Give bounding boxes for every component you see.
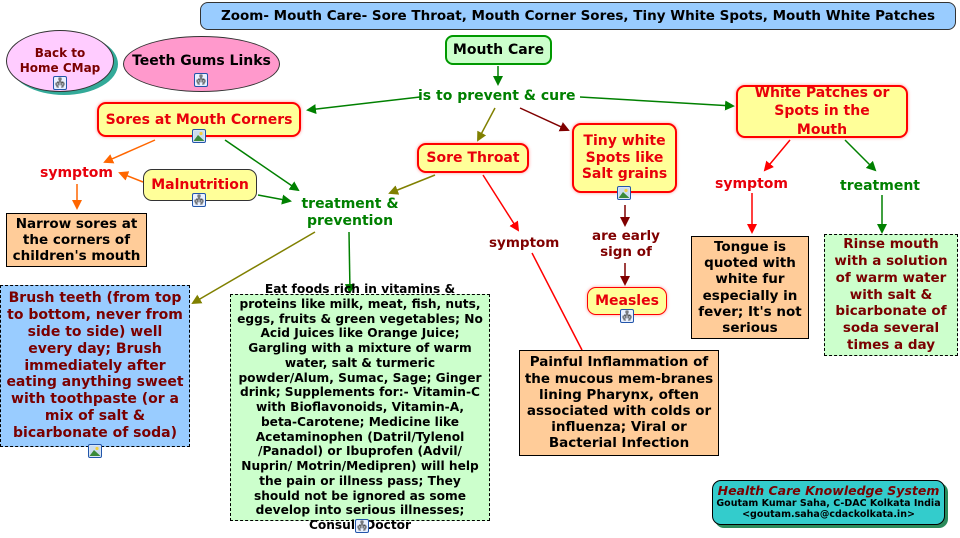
link-sores-symptom (103, 139, 156, 164)
cmap-link-icon[interactable] (620, 309, 634, 323)
link-symptom-inflammation (531, 252, 583, 351)
info-tongue: Tongue is quoted with white fur especial… (691, 236, 809, 339)
link-phrase-treatment-white: treatment (840, 178, 920, 194)
cmap-link-icon[interactable] (355, 519, 369, 533)
concept-tiny-spots-label: Tiny white Spots like Salt grains (581, 132, 668, 183)
link-whitepatches-symptom (763, 139, 791, 172)
info-inflammation-text: Painful Inflammation of the mucous mem-b… (524, 354, 714, 452)
info-tongue-text: Tongue is quoted with white fur especial… (698, 238, 802, 336)
link-sores-treatment (224, 139, 300, 192)
image-resource-icon[interactable] (617, 186, 631, 200)
footer-system-name: Health Care Knowledge System (717, 483, 940, 499)
concept-measles-label: Measles (595, 293, 659, 309)
concept-white-patches[interactable]: White Patches or Spots in the Mouth (736, 85, 908, 138)
info-rinse-text: Rinse mouth with a solution of warm wate… (834, 235, 948, 354)
link-prevent-tinyspots (519, 107, 570, 132)
info-rinse: Rinse mouth with a solution of warm wate… (824, 234, 958, 356)
map-title: Zoom- Mouth Care- Sore Throat, Mouth Cor… (200, 2, 956, 30)
link-phrase-symptom-throat: symptom (489, 235, 560, 251)
info-eat-foods: Eat foods rich in vitamins & proteins li… (230, 282, 490, 532)
link-treatment-eat (344, 231, 355, 294)
info-eat-foods-text: Eat foods rich in vitamins & proteins li… (237, 282, 483, 533)
concept-mouth-care[interactable]: Mouth Care (445, 35, 552, 65)
link-prevent-sores (306, 96, 421, 115)
footer-email: <goutam.saha@cdackolkata.in> (742, 508, 915, 520)
concept-malnutrition-label: Malnutrition (151, 177, 249, 193)
teeth-gums-label: Teeth Gums Links (132, 53, 271, 69)
concept-sores-label: Sores at Mouth Corners (105, 111, 293, 128)
link-phrase-treatment-prevention: treatment & prevention (301, 196, 399, 229)
link-malnutrition-treatment (257, 194, 292, 205)
link-treatment-brush (191, 231, 316, 305)
image-resource-icon[interactable] (192, 129, 206, 143)
link-malnutrition-symptom (118, 171, 144, 183)
link-phrase-prevent-cure: is to prevent & cure (418, 88, 576, 104)
info-narrow-sores-text: Narrow sores at the corners of children'… (12, 215, 141, 265)
image-resource-icon[interactable] (88, 444, 102, 458)
info-brush-teeth: Brush teeth (from top to bottom, never f… (0, 285, 190, 447)
link-prevent-sorethroat (477, 107, 496, 142)
concept-sore-throat-label: Sore Throat (426, 150, 520, 166)
map-title-text: Zoom- Mouth Care- Sore Throat, Mouth Cor… (220, 8, 936, 24)
info-brush-teeth-text: Brush teeth (from top to bottom, never f… (6, 290, 184, 441)
link-phrase-symptom-white: symptom (715, 176, 788, 192)
link-whitepatches-treatment (844, 139, 877, 172)
concept-tiny-white-spots[interactable]: Tiny white Spots like Salt grains (572, 123, 677, 193)
concept-mouth-care-label: Mouth Care (452, 42, 545, 58)
back-home-label: Back to Home CMap (19, 46, 101, 75)
link-phrase-early-sign: are early sign of (592, 228, 660, 261)
concept-sore-throat[interactable]: Sore Throat (417, 143, 529, 173)
link-prevent-whitepatches (579, 96, 735, 111)
footer-author: Goutam Kumar Saha, C-DAC Kolkata India (716, 497, 941, 509)
cmap-link-icon[interactable] (192, 193, 206, 207)
footer-credits: Health Care Knowledge System Goutam Kuma… (712, 480, 945, 525)
link-sorethroat-symptom (482, 174, 520, 232)
concept-white-patches-label: White Patches or Spots in the Mouth (754, 85, 890, 138)
cmap-link-icon[interactable] (53, 76, 67, 90)
cmap-link-icon[interactable] (194, 73, 208, 87)
link-sorethroat-treatment (388, 174, 436, 195)
link-phrase-symptom-left: symptom (40, 165, 113, 181)
info-inflammation: Painful Inflammation of the mucous mem-b… (519, 350, 719, 456)
info-narrow-sores: Narrow sores at the corners of children'… (6, 213, 147, 267)
